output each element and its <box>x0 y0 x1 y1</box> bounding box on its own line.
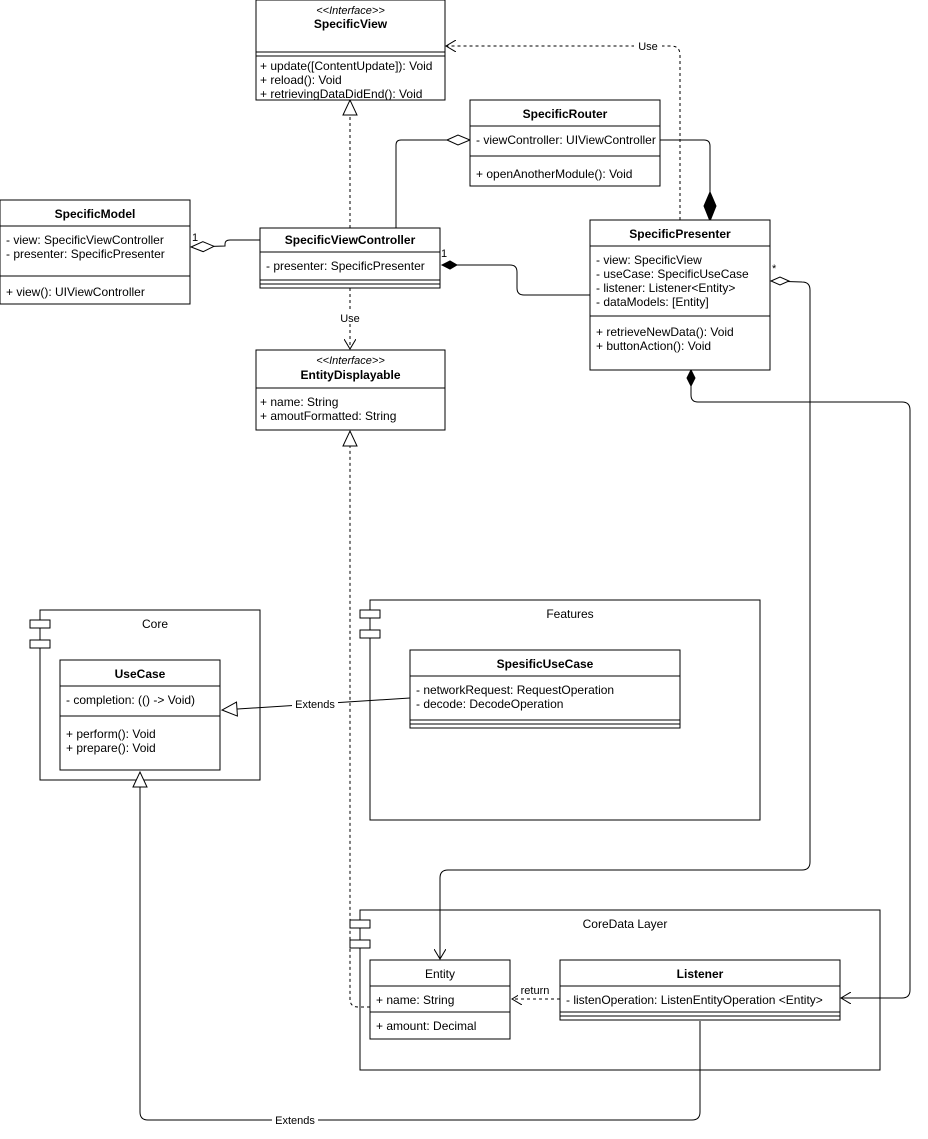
edge-presenter-composes-router <box>660 139 710 221</box>
method-perform: + perform(): Void <box>66 727 156 741</box>
edge-presenter-aggregates-entity <box>439 280 811 958</box>
method-view: + view(): UIViewController <box>6 285 145 299</box>
class-entity-displayable: <<Interface>> EntityDisplayable + name: … <box>255 349 446 431</box>
label-mult-presenter-listener: * <box>772 263 777 275</box>
attr-completion: - completion: (() -> Void) <box>66 693 195 707</box>
package-coredata-layer: CoreData Layer <box>349 909 881 1071</box>
class-specific-view-controller: SpecificViewController - presenter: Spec… <box>259 227 441 289</box>
label-mult-model: 1 <box>192 232 198 244</box>
class-spesific-use-case: SpesificUseCase - networkRequest: Reques… <box>409 649 681 729</box>
method-retrieving-data-did-end: + retrievingDataDidEnd(): Void <box>260 87 422 101</box>
edge-presenter-composes-listener <box>690 372 911 998</box>
listener-composition-diamond <box>686 368 696 388</box>
edge-entity-realizes-displayable <box>342 429 370 1008</box>
stereotype-specific-view: <<Interface>> <box>316 5 385 17</box>
method-button-action: + buttonAction(): Void <box>596 339 711 353</box>
package-coredata-label: CoreData Layer <box>583 917 668 931</box>
attr-presenter-data-models: - dataModels: [Entity] <box>596 295 709 309</box>
title-use-case: UseCase <box>115 667 166 681</box>
class-specific-presenter: SpecificPresenter - view: SpecificView -… <box>589 219 771 371</box>
attr-view-controller: - viewController: UIViewController <box>476 133 656 147</box>
attr-view: - view: SpecificViewController <box>6 233 164 247</box>
attr-network-request: - networkRequest: RequestOperation <box>416 683 614 697</box>
stereotype-entity-displayable: <<Interface>> <box>316 355 385 367</box>
edge-router-aggregates-vc <box>395 140 470 228</box>
method-open-another-module: + openAnotherModule(): Void <box>476 167 632 181</box>
entity-aggregation-diamond <box>769 276 791 286</box>
class-specific-view: <<Interface>> SpecificView + update([Con… <box>255 0 446 101</box>
attr-presenter: - presenter: SpecificPresenter <box>6 247 165 261</box>
method-retrieve-new-data: + retrieveNewData(): Void <box>596 325 734 339</box>
package-features: Features <box>359 599 761 821</box>
attr-decode: - decode: DecodeOperation <box>416 697 563 711</box>
attr-entity-name: + name: String <box>376 993 454 1007</box>
edge-model-aggregates-vc <box>191 239 260 247</box>
label-mult-vc: 1 <box>441 248 447 260</box>
edge-listener-extends-usecase <box>132 770 701 1121</box>
attr-presenter-use-case: - useCase: SpecificUseCase <box>596 267 749 281</box>
package-core: Core <box>29 609 261 781</box>
attr-presenter-listener: - listener: Listener<Entity> <box>596 281 735 295</box>
title-spesific-use-case: SpesificUseCase <box>497 657 594 671</box>
attr-presenter-view: - view: SpecificView <box>596 253 702 267</box>
title-entity: Entity <box>425 967 455 981</box>
method-reload: + reload(): Void <box>260 73 342 87</box>
title-specific-router: SpecificRouter <box>523 107 608 121</box>
package-core-label: Core <box>142 617 168 631</box>
method-prepare: + prepare(): Void <box>66 741 156 755</box>
package-features-label: Features <box>546 607 593 621</box>
label-extends-spesific: Extends <box>295 699 335 711</box>
attr-entity-amount: + amount: Decimal <box>376 1019 476 1033</box>
class-use-case: UseCase - completion: (() -> Void) + per… <box>59 659 221 771</box>
edge-vc-composes-presenter <box>440 260 590 296</box>
title-listener: Listener <box>677 967 724 981</box>
class-listener: Listener - listenOperation: ListenEntity… <box>559 959 841 1021</box>
attr-displayable-name: + name: String <box>260 395 338 409</box>
label-use-view: Use <box>638 41 658 53</box>
label-extends-listener: Extends <box>275 1115 315 1127</box>
title-entity-displayable: EntityDisplayable <box>300 368 400 382</box>
label-return: return <box>521 985 550 997</box>
attr-vc-presenter: - presenter: SpecificPresenter <box>266 259 425 273</box>
attr-displayable-amount: + amoutFormatted: String <box>260 409 396 423</box>
title-specific-view: SpecificView <box>314 17 388 31</box>
class-specific-router: SpecificRouter - viewController: UIViewC… <box>469 99 661 187</box>
title-specific-presenter: SpecificPresenter <box>629 227 731 241</box>
class-entity: Entity + name: String + amount: Decimal <box>369 959 511 1040</box>
title-specific-model: SpecificModel <box>55 207 136 221</box>
label-use-displayable: Use <box>340 313 360 325</box>
method-update: + update([ContentUpdate]): Void <box>260 59 432 73</box>
class-specific-model: SpecificModel - view: SpecificViewContro… <box>0 199 191 305</box>
attr-listen-operation: - listenOperation: ListenEntityOperation… <box>566 993 823 1007</box>
title-specific-view-controller: SpecificViewController <box>285 233 416 247</box>
